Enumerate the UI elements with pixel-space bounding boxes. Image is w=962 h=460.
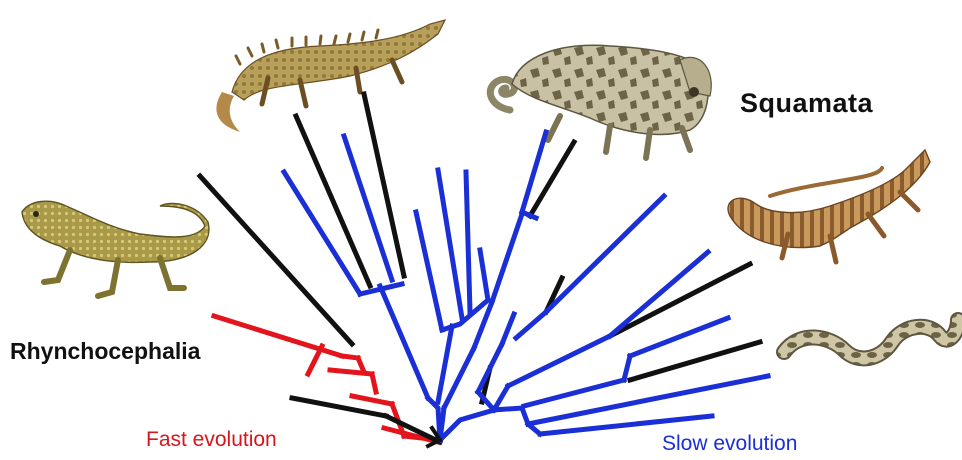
spiny-lizard-image <box>216 20 445 132</box>
fast-evolution-label: Fast evolution <box>146 428 277 452</box>
squamata-label: Squamata <box>740 88 873 119</box>
slow-clade <box>284 132 768 440</box>
tuatara-image <box>22 201 209 296</box>
chameleon-image <box>490 45 711 158</box>
rhynchocephalia-label: Rhynchocephalia <box>10 338 200 365</box>
snake-image <box>784 320 958 358</box>
slow-evolution-label: Slow evolution <box>662 432 797 456</box>
slender-lizard-image <box>728 150 930 262</box>
